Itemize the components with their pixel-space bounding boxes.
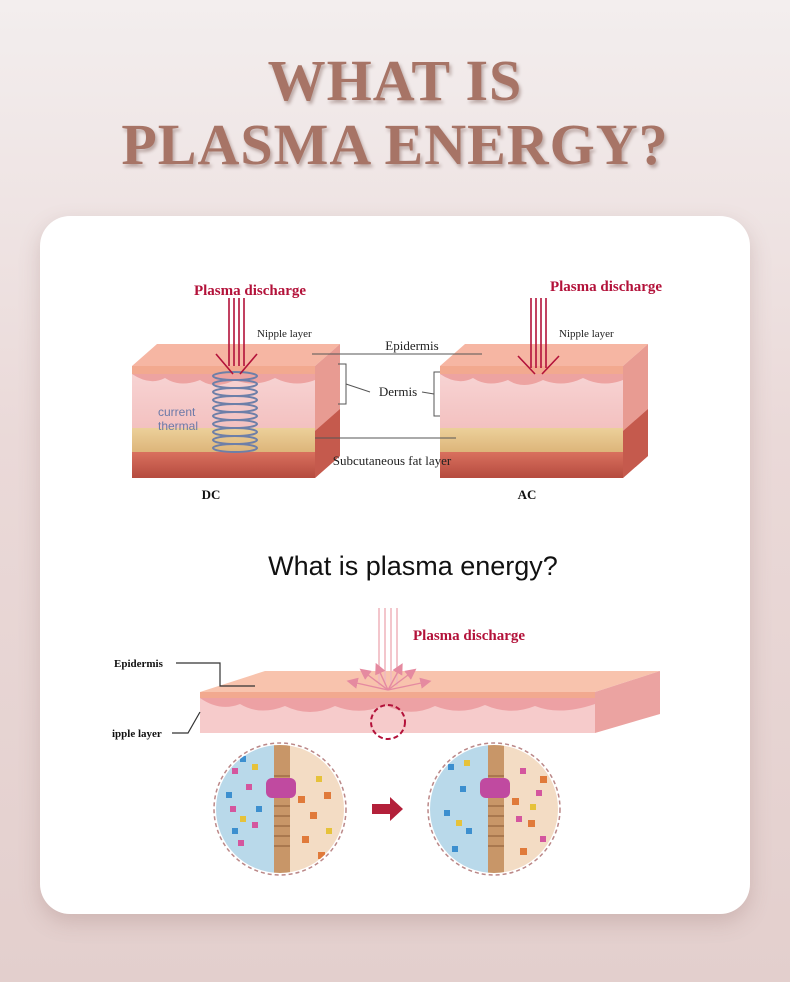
bottom-leader-lines — [172, 662, 255, 734]
bottom-discharge-label: Plasma discharge — [413, 628, 525, 644]
dc-current-rings — [212, 371, 258, 453]
thermal-label: thermal — [158, 419, 198, 433]
bottom-epidermis-label: Epidermis — [114, 658, 164, 670]
zoom-circle — [370, 704, 406, 740]
dc-label: DC — [202, 487, 221, 502]
ac-discharge-label: Plasma discharge — [550, 279, 662, 295]
epidermis-label: Epidermis — [385, 338, 438, 353]
dc-nipple-label: Nipple layer — [257, 328, 312, 340]
fat-layer-label: Subcutaneous fat layer — [333, 453, 452, 468]
title-line-1: WHAT IS — [267, 48, 523, 113]
section-heading: What is plasma energy? — [268, 551, 558, 581]
page-title: WHAT IS PLASMA ENERGY? — [0, 52, 790, 180]
diagram-card: Plasma discharge Nipple layer current th… — [40, 216, 750, 914]
dermis-label: Dermis — [379, 384, 417, 399]
bottom-spread-arrows — [346, 662, 432, 691]
layer-leader-lines — [312, 353, 482, 439]
bottom-nipple-label: ipple layer — [112, 728, 162, 740]
transition-arrow-icon — [372, 797, 403, 821]
dc-discharge-label: Plasma discharge — [194, 283, 306, 299]
dc-skin-block — [132, 344, 340, 478]
plasma-diagram: Plasma discharge Nipple layer current th… — [112, 279, 662, 876]
ac-skin-block — [440, 344, 648, 478]
dc-discharge-arrows — [215, 298, 258, 375]
ac-nipple-label: Nipple layer — [559, 328, 614, 340]
cell-before — [213, 742, 347, 876]
title-line-2: PLASMA ENERGY? — [121, 112, 669, 177]
cell-after — [427, 742, 561, 876]
ac-discharge-arrows — [517, 298, 560, 375]
ac-label: AC — [518, 487, 537, 502]
skin-strip — [200, 671, 660, 733]
current-label: current — [158, 405, 196, 419]
